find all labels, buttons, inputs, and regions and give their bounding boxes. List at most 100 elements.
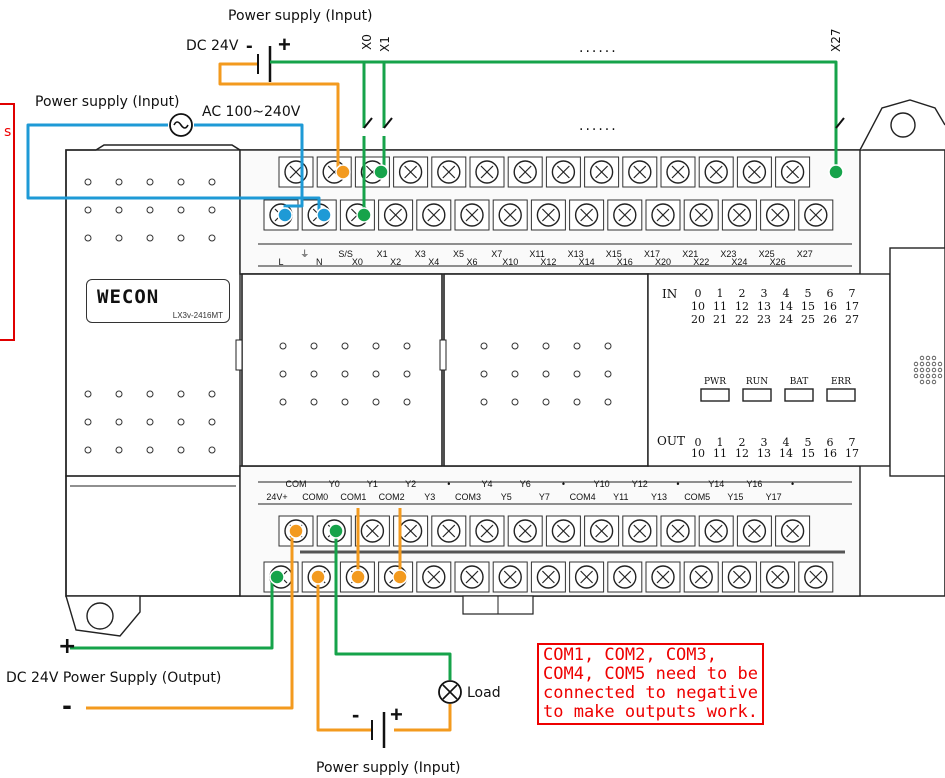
terminal-label-input-top: S/S [338, 249, 353, 259]
in-number: 27 [845, 313, 859, 326]
terminal-label-input-bottom: X24 [731, 257, 747, 267]
vent-dot [84, 390, 92, 398]
output-screw-bottom [607, 561, 643, 593]
speaker-dot [919, 379, 925, 385]
terminal-label-input-bottom: X16 [617, 257, 633, 267]
screw-slot [442, 524, 456, 538]
screw-slot [503, 570, 517, 584]
x27-label: X27 [829, 28, 843, 53]
vent-dot [279, 370, 287, 378]
plc-brand-badge: WECON LX3v-2416MT [86, 279, 230, 323]
com-note: COM1, COM2, COM3, COM4, COM5 need to be … [537, 643, 764, 725]
in-number: 7 [849, 287, 856, 300]
vent-dot [341, 398, 349, 406]
terminal-label-input-bottom: X0 [352, 257, 363, 267]
vent-dot [573, 342, 581, 350]
terminal-label-output-bottom: Y7 [539, 492, 550, 502]
dc-out-label: DC 24V Power Supply (Output) [6, 670, 222, 686]
vent-dot [146, 390, 154, 398]
vent-dot [208, 178, 216, 186]
indicator-frame [647, 273, 891, 467]
terminal-label-output-bottom: Y15 [727, 492, 743, 502]
screw-slot [709, 165, 723, 179]
speaker-dot [931, 361, 937, 367]
speaker-dot [919, 361, 925, 367]
out-number: 0 [695, 436, 702, 449]
output-screw-bottom [760, 561, 796, 593]
vent-dot [372, 342, 380, 350]
out-number: 3 [761, 436, 768, 449]
terminal-label-output-bottom: Y11 [613, 492, 628, 502]
terminal-label-output-bottom: Y3 [424, 492, 435, 502]
x1-label: X1 [378, 36, 392, 52]
model-label: LX3v-2416MT [172, 311, 223, 320]
speaker-dot [925, 367, 931, 373]
terminal-dot-x1 [373, 164, 389, 180]
vent-dot [177, 206, 185, 214]
side-port [889, 247, 945, 477]
in-number: 14 [779, 300, 793, 313]
screw-slot [365, 524, 379, 538]
screw-slot [809, 570, 823, 584]
screw-slot [442, 165, 456, 179]
in-number: 10 [691, 300, 705, 313]
screw-slot [556, 524, 570, 538]
output-screw-top [736, 515, 772, 547]
terminal-label-output-top: Y4 [481, 479, 492, 489]
output-screw-bottom [454, 561, 490, 593]
terminal-label-output-bottom: COM5 [684, 492, 710, 502]
vent-dot [279, 398, 287, 406]
terminal-dot-ss [335, 164, 351, 180]
load-return-wire [394, 704, 452, 732]
input-screw-bottom [607, 199, 643, 231]
input-screw-top [431, 156, 467, 188]
left-power-input-label: Power supply (Input) [35, 94, 180, 110]
terminal-label-output-top: Y12 [632, 479, 648, 489]
in-number: 24 [779, 313, 793, 326]
terminal-label-output-top: Y14 [708, 479, 724, 489]
out-number: 10 [691, 447, 705, 460]
output-screw-top [354, 515, 390, 547]
led-label: BAT [790, 377, 809, 387]
out-number: 6 [827, 436, 834, 449]
terminal-label-output-top: Y10 [594, 479, 610, 489]
terminal-label-input-top: X17 [644, 249, 660, 259]
led-label: PWR [704, 377, 726, 387]
output-screw-bottom [798, 561, 834, 593]
input-screw-bottom [683, 199, 719, 231]
input-screw-bottom [530, 199, 566, 231]
in-number: 6 [827, 287, 834, 300]
terminal-label-input-bottom: X26 [770, 257, 786, 267]
cover-right-tab [439, 339, 447, 371]
terminal-label-input-top: X11 [529, 249, 544, 259]
terminal-dot-com1 [350, 569, 366, 585]
speaker-dot [925, 379, 931, 385]
in-number: 23 [757, 313, 771, 326]
terminal-label-output-top: Y0 [329, 479, 340, 489]
in-number: 12 [735, 300, 749, 313]
terminal-label-input-bottom: X2 [390, 257, 401, 267]
vent-dot [84, 234, 92, 242]
terminal-blocks [258, 156, 852, 593]
out-number: 13 [757, 447, 771, 460]
speaker-dot [931, 355, 937, 361]
in-number: 1 [717, 287, 724, 300]
terminal-label-output-bottom: Y5 [501, 492, 512, 502]
speaker-dot [925, 355, 931, 361]
terminal-label-input-bottom: X6 [466, 257, 477, 267]
terminal-dot-com [288, 523, 304, 539]
vent-dot [115, 446, 123, 454]
terminal-label-output-bottom: Y17 [766, 492, 782, 502]
screw-slot [580, 208, 594, 222]
vent-dot [310, 398, 318, 406]
speaker-dot [931, 379, 937, 385]
output-screw-top [698, 515, 734, 547]
terminal-label-output-bottom: 24V+ [266, 492, 287, 502]
vent-dot [480, 342, 488, 350]
screw-slot [541, 570, 555, 584]
terminal-label-input-top: X15 [606, 249, 622, 259]
plus-sign-label: + [58, 634, 77, 659]
terminal-label-input-top: X13 [568, 249, 584, 259]
terminal-label-output-top: COM [286, 479, 307, 489]
minus-sign-label: - [62, 692, 72, 720]
